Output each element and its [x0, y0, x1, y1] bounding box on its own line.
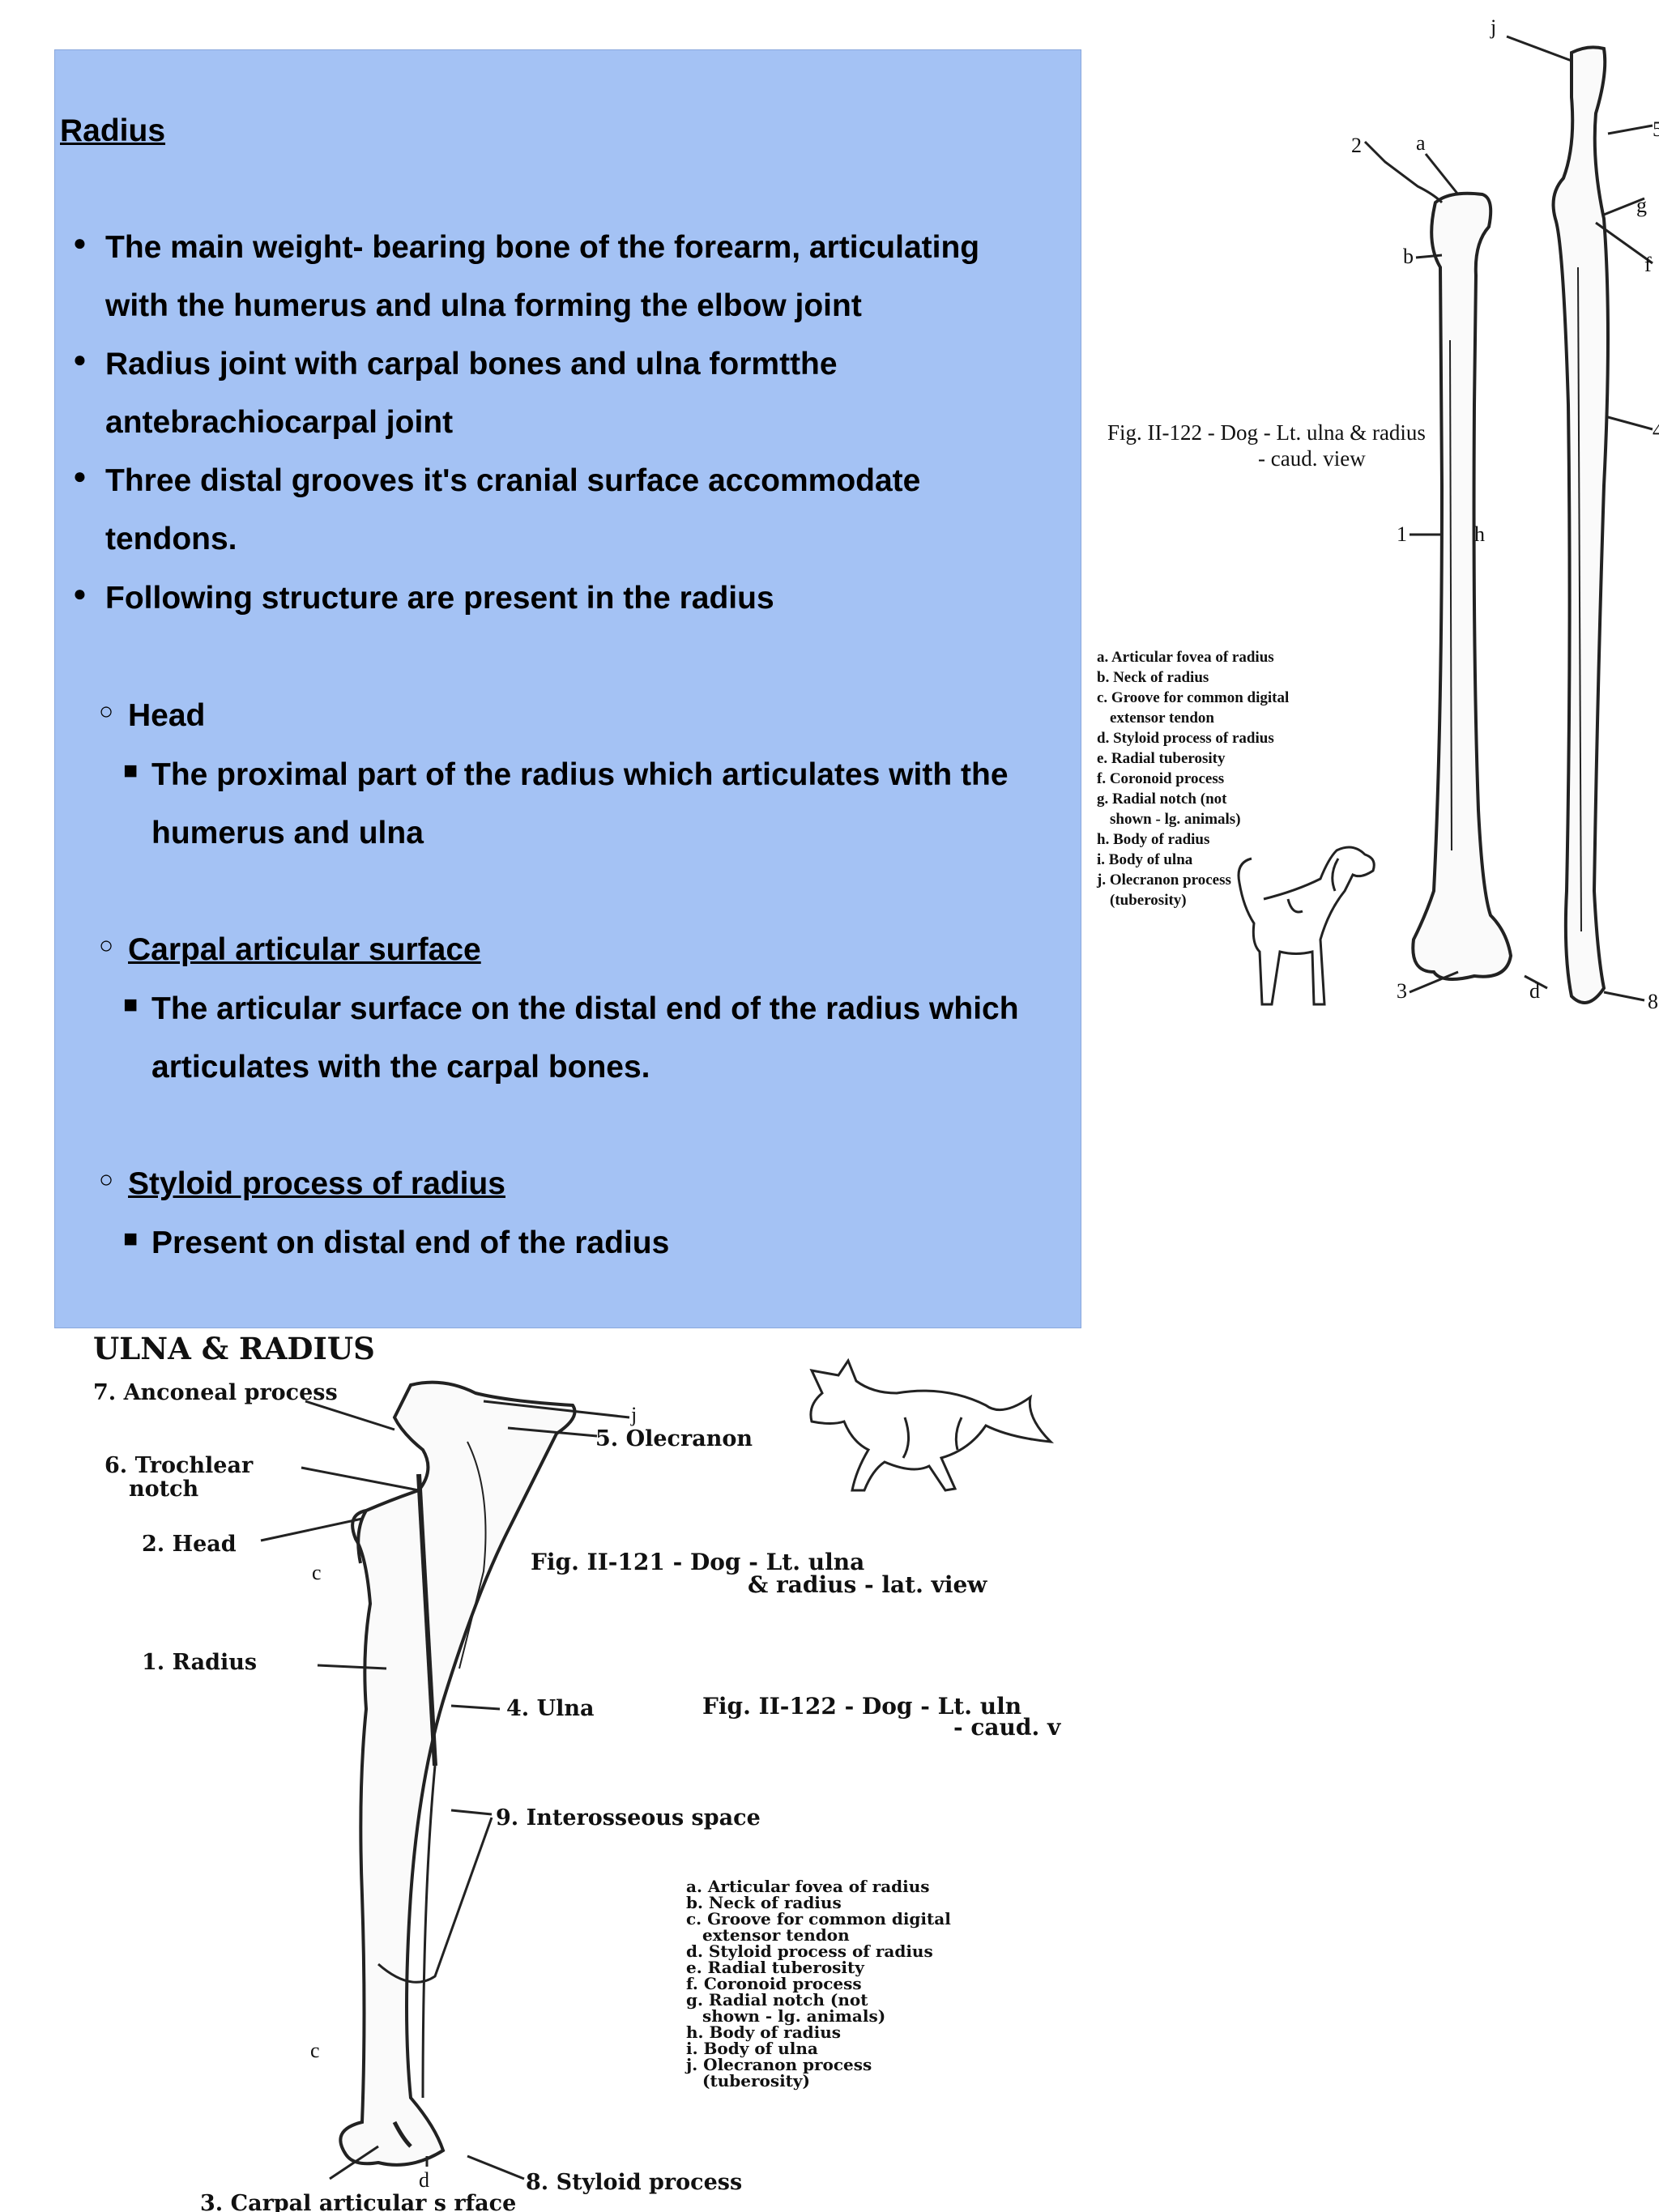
leader-lines	[1363, 35, 1653, 1002]
label-styloid-process: 8. Styloid process	[526, 2170, 742, 2195]
legend-item: i. Body of ulna	[686, 2039, 818, 2058]
label-interosseous-space: 9. Interosseous space	[496, 1805, 761, 1831]
bottom-figure-title: ULNA & RADIUS	[93, 1331, 375, 1366]
marker-d: d	[419, 2168, 429, 2192]
legend-item: f. Coronoid process	[686, 1974, 862, 1993]
legend-item: b. Neck of radius	[686, 1893, 842, 1912]
legend-item: extensor tendon	[702, 1925, 850, 1945]
marker-4: 4	[1653, 419, 1659, 442]
legend-item: h. Body of radius	[686, 2022, 841, 2042]
figure-lateral-view: ULNA & RADIUS 7. Anconeal process 6. Tro…	[93, 1331, 1061, 2212]
notes-panel: Radius ● The main weight- bearing bone o…	[54, 49, 1081, 1328]
ulna-radius-bone-illustration	[339, 1380, 577, 2167]
figure-caudal-view: j 5 g f 2 a b 4 1 h 3 d 8 Fig. II-122 - …	[1096, 15, 1659, 1013]
label-head: 2. Head	[142, 1532, 237, 1557]
bullet-4-line-1: Following structure are present in the r…	[105, 581, 774, 616]
radius-bone-illustration	[1411, 191, 1513, 981]
legend-item: g. Radial notch (not	[686, 1990, 868, 2010]
right-legend: a. Articular fovea of radius b. Neck of …	[1096, 649, 1289, 909]
legend-item: (tuberosity)	[702, 2071, 810, 2091]
label-radius: 1. Radius	[142, 1650, 257, 1675]
wolf-sketch-illustration	[809, 1357, 1055, 1492]
legend-item: c. Groove for common digital	[1097, 689, 1289, 706]
label-anconeal-process: 7. Anconeal process	[93, 1380, 338, 1405]
legend-item: shown - lg. animals)	[702, 2006, 885, 2026]
circle-bullet-icon: ○	[99, 932, 114, 959]
label-carpal-articular-surface: 3. Carpal articular s rface	[200, 2191, 516, 2212]
square-bullet-icon: ■	[123, 991, 139, 1018]
marker-a: a	[1416, 131, 1426, 155]
label-olecranon: 5. Olecranon	[595, 1426, 753, 1451]
legend-item: a. Articular fovea of radius	[686, 1877, 930, 1896]
marker-j: j	[1490, 15, 1496, 39]
right-caption-line-2: - caud. view	[1258, 446, 1366, 471]
marker-d: d	[1529, 979, 1540, 1003]
legend-item: d. Styloid process of radius	[686, 1941, 933, 1961]
marker-3: 3	[1397, 979, 1407, 1003]
bullet-2-line-2: antebrachiocarpal joint	[105, 405, 454, 440]
bullet-3-line-2: tendons.	[105, 522, 237, 556]
notes-title: Radius	[60, 113, 166, 148]
bullet-3-line-1: Three distal grooves it's cranial surfac…	[105, 463, 921, 498]
right-caption-line-1: Fig. II-122 - Dog - Lt. ulna & radius	[1107, 420, 1426, 445]
marker-h: h	[1474, 522, 1485, 546]
bottom-legend: a. Articular fovea of radius b. Neck of …	[684, 1877, 951, 2091]
legend-item: j. Olecranon process	[684, 2055, 872, 2074]
bullet-icon: ●	[73, 230, 87, 255]
caption-fig-122-line-1: Fig. II-122 - Dog - Lt. uln	[702, 1693, 1021, 1720]
legend-item: h. Body of radius	[1097, 831, 1209, 848]
structure-carpal-desc-1: The articular surface on the distal end …	[151, 991, 1019, 1026]
structure-head-desc-2: humerus and ulna	[151, 816, 424, 850]
marker-5: 5	[1653, 117, 1659, 141]
structure-carpal-name: Carpal articular surface	[128, 932, 481, 967]
bullet-1-line-2: with the humerus and ulna forming the el…	[105, 288, 862, 323]
legend-item: extensor tendon	[1110, 710, 1214, 727]
marker-j: j	[630, 1403, 637, 1426]
legend-item: b. Neck of radius	[1097, 669, 1209, 686]
marker-c: c	[310, 2039, 320, 2062]
label-trochlear-line-1: 6. Trochlear	[104, 1453, 254, 1478]
legend-item: e. Radial tuberosity	[686, 1958, 865, 1977]
legend-item: f. Coronoid process	[1097, 770, 1224, 787]
bullet-2-line-1: Radius joint with carpal bones and ulna …	[105, 347, 838, 381]
legend-item: j. Olecranon process	[1096, 872, 1231, 889]
structure-styloid-name: Styloid process of radius	[128, 1166, 505, 1201]
circle-bullet-icon: ○	[99, 698, 114, 725]
caption-fig-122-line-2: - caud. v	[953, 1714, 1061, 1741]
square-bullet-icon: ■	[123, 757, 139, 784]
circle-bullet-icon: ○	[99, 1166, 114, 1193]
marker-2: 2	[1351, 134, 1362, 157]
legend-item: c. Groove for common digital	[686, 1909, 951, 1929]
legend-item: i. Body of ulna	[1097, 851, 1193, 868]
legend-item: shown - lg. animals)	[1110, 811, 1241, 828]
marker-f: f	[1644, 253, 1652, 276]
legend-item: a. Articular fovea of radius	[1097, 649, 1274, 666]
structure-carpal-desc-2: articulates with the carpal bones.	[151, 1050, 650, 1085]
structure-styloid-desc-1: Present on distal end of the radius	[151, 1225, 670, 1260]
bottom-leader-lines	[260, 1400, 630, 2180]
legend-item: d. Styloid process of radius	[1097, 730, 1274, 747]
caption-fig-121-line-1: Fig. II-121 - Dog - Lt. ulna	[531, 1549, 864, 1575]
label-ulna: 4. Ulna	[506, 1696, 595, 1721]
dog-sketch-illustration	[1237, 846, 1375, 1006]
ulna-bone-illustration	[1551, 45, 1610, 1004]
marker-1: 1	[1397, 522, 1407, 546]
bullet-icon: ●	[73, 581, 87, 606]
label-trochlear-line-2: notch	[129, 1477, 199, 1502]
marker-g: g	[1636, 194, 1647, 217]
marker-8: 8	[1648, 990, 1658, 1013]
legend-item: g. Radial notch (not	[1097, 791, 1227, 808]
legend-item: e. Radial tuberosity	[1097, 750, 1226, 767]
structure-head-desc-1: The proximal part of the radius which ar…	[151, 757, 1009, 792]
legend-item: (tuberosity)	[1110, 892, 1187, 909]
marker-c: c	[312, 1561, 322, 1584]
bullet-icon: ●	[73, 463, 87, 488]
marker-b: b	[1403, 245, 1414, 268]
structure-head-name: Head	[128, 698, 206, 733]
square-bullet-icon: ■	[123, 1225, 139, 1252]
bullet-icon: ●	[73, 347, 87, 372]
caption-fig-121-line-2: & radius - lat. view	[748, 1571, 987, 1598]
bullet-1-line-1: The main weight- bearing bone of the for…	[105, 230, 980, 265]
